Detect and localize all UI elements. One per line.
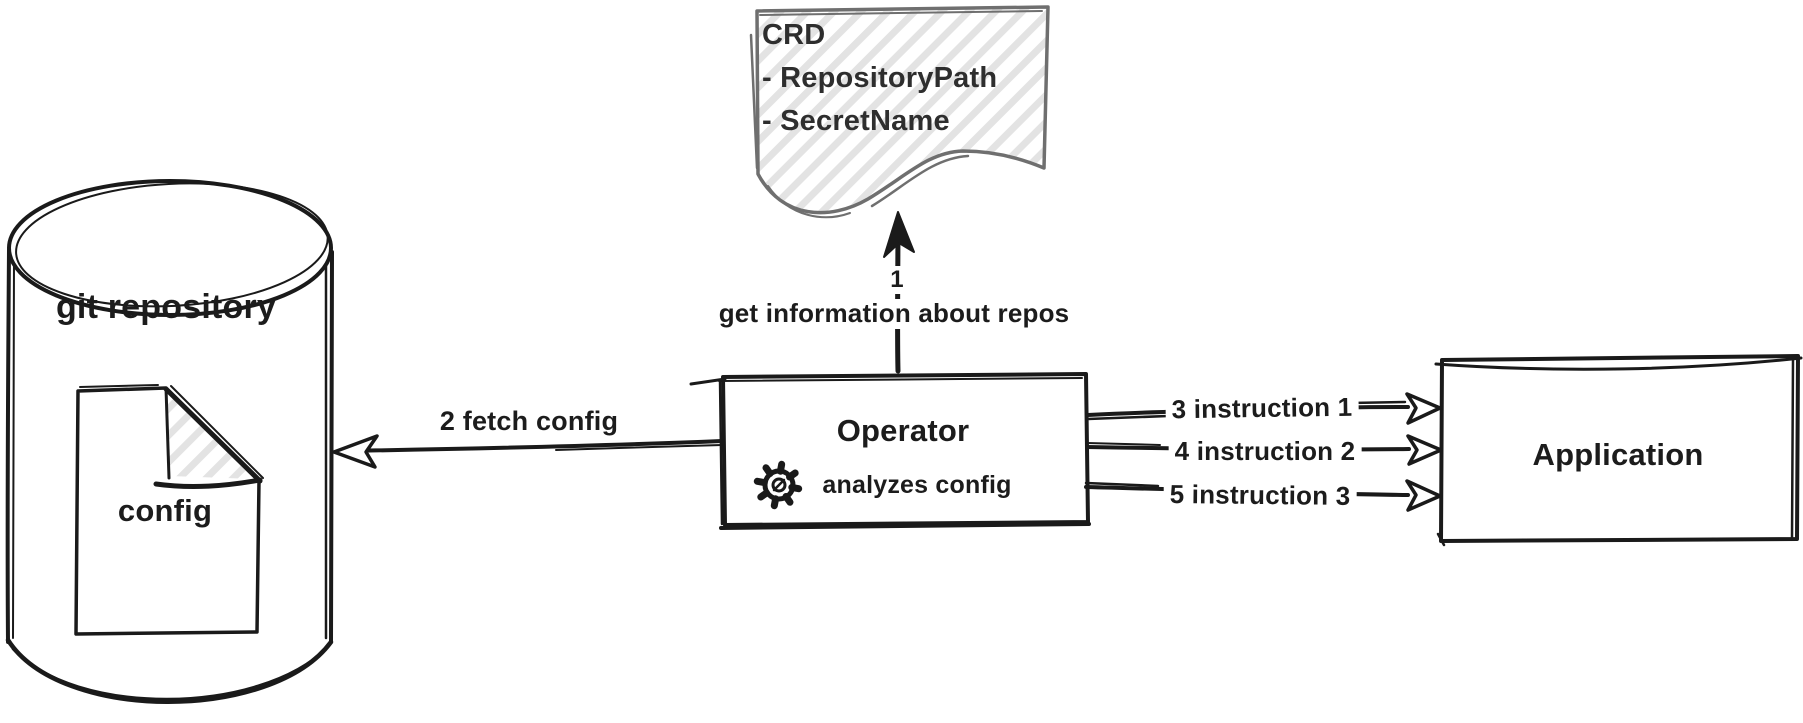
edge-get-info-arrow [883, 211, 915, 374]
config-file-shape [74, 384, 264, 636]
operator-title: Operator [836, 413, 970, 448]
git-repository-label: git repository [55, 288, 277, 326]
edge-fetch-config-arrow [332, 434, 724, 469]
edge-instruction-3-label: 5 instruction 3 [1163, 479, 1357, 512]
crd-document-shape [749, 5, 1050, 219]
crd-field-secret-name: - SecretName [762, 105, 950, 137]
config-label: config [117, 493, 213, 528]
application-box [1434, 354, 1803, 547]
edge-get-info-number: 1 [886, 266, 908, 294]
edge-fetch-config-label: 2 fetch config [439, 406, 619, 436]
crd-text-block: CRD - RepositoryPath - SecretName [762, 14, 997, 143]
gear-icon [753, 460, 803, 510]
operator-subtitle: analyzes config [822, 471, 1012, 499]
edge-get-info-label: get information about repos [712, 298, 1076, 329]
operator-box [689, 372, 1091, 530]
edge-instruction-2-label: 4 instruction 2 [1168, 436, 1362, 467]
crd-field-repository-path: - RepositoryPath [762, 62, 998, 94]
edge-instruction-1-label: 3 instruction 1 [1165, 392, 1359, 426]
crd-title: CRD [762, 19, 826, 51]
application-label: Application [1532, 437, 1704, 472]
